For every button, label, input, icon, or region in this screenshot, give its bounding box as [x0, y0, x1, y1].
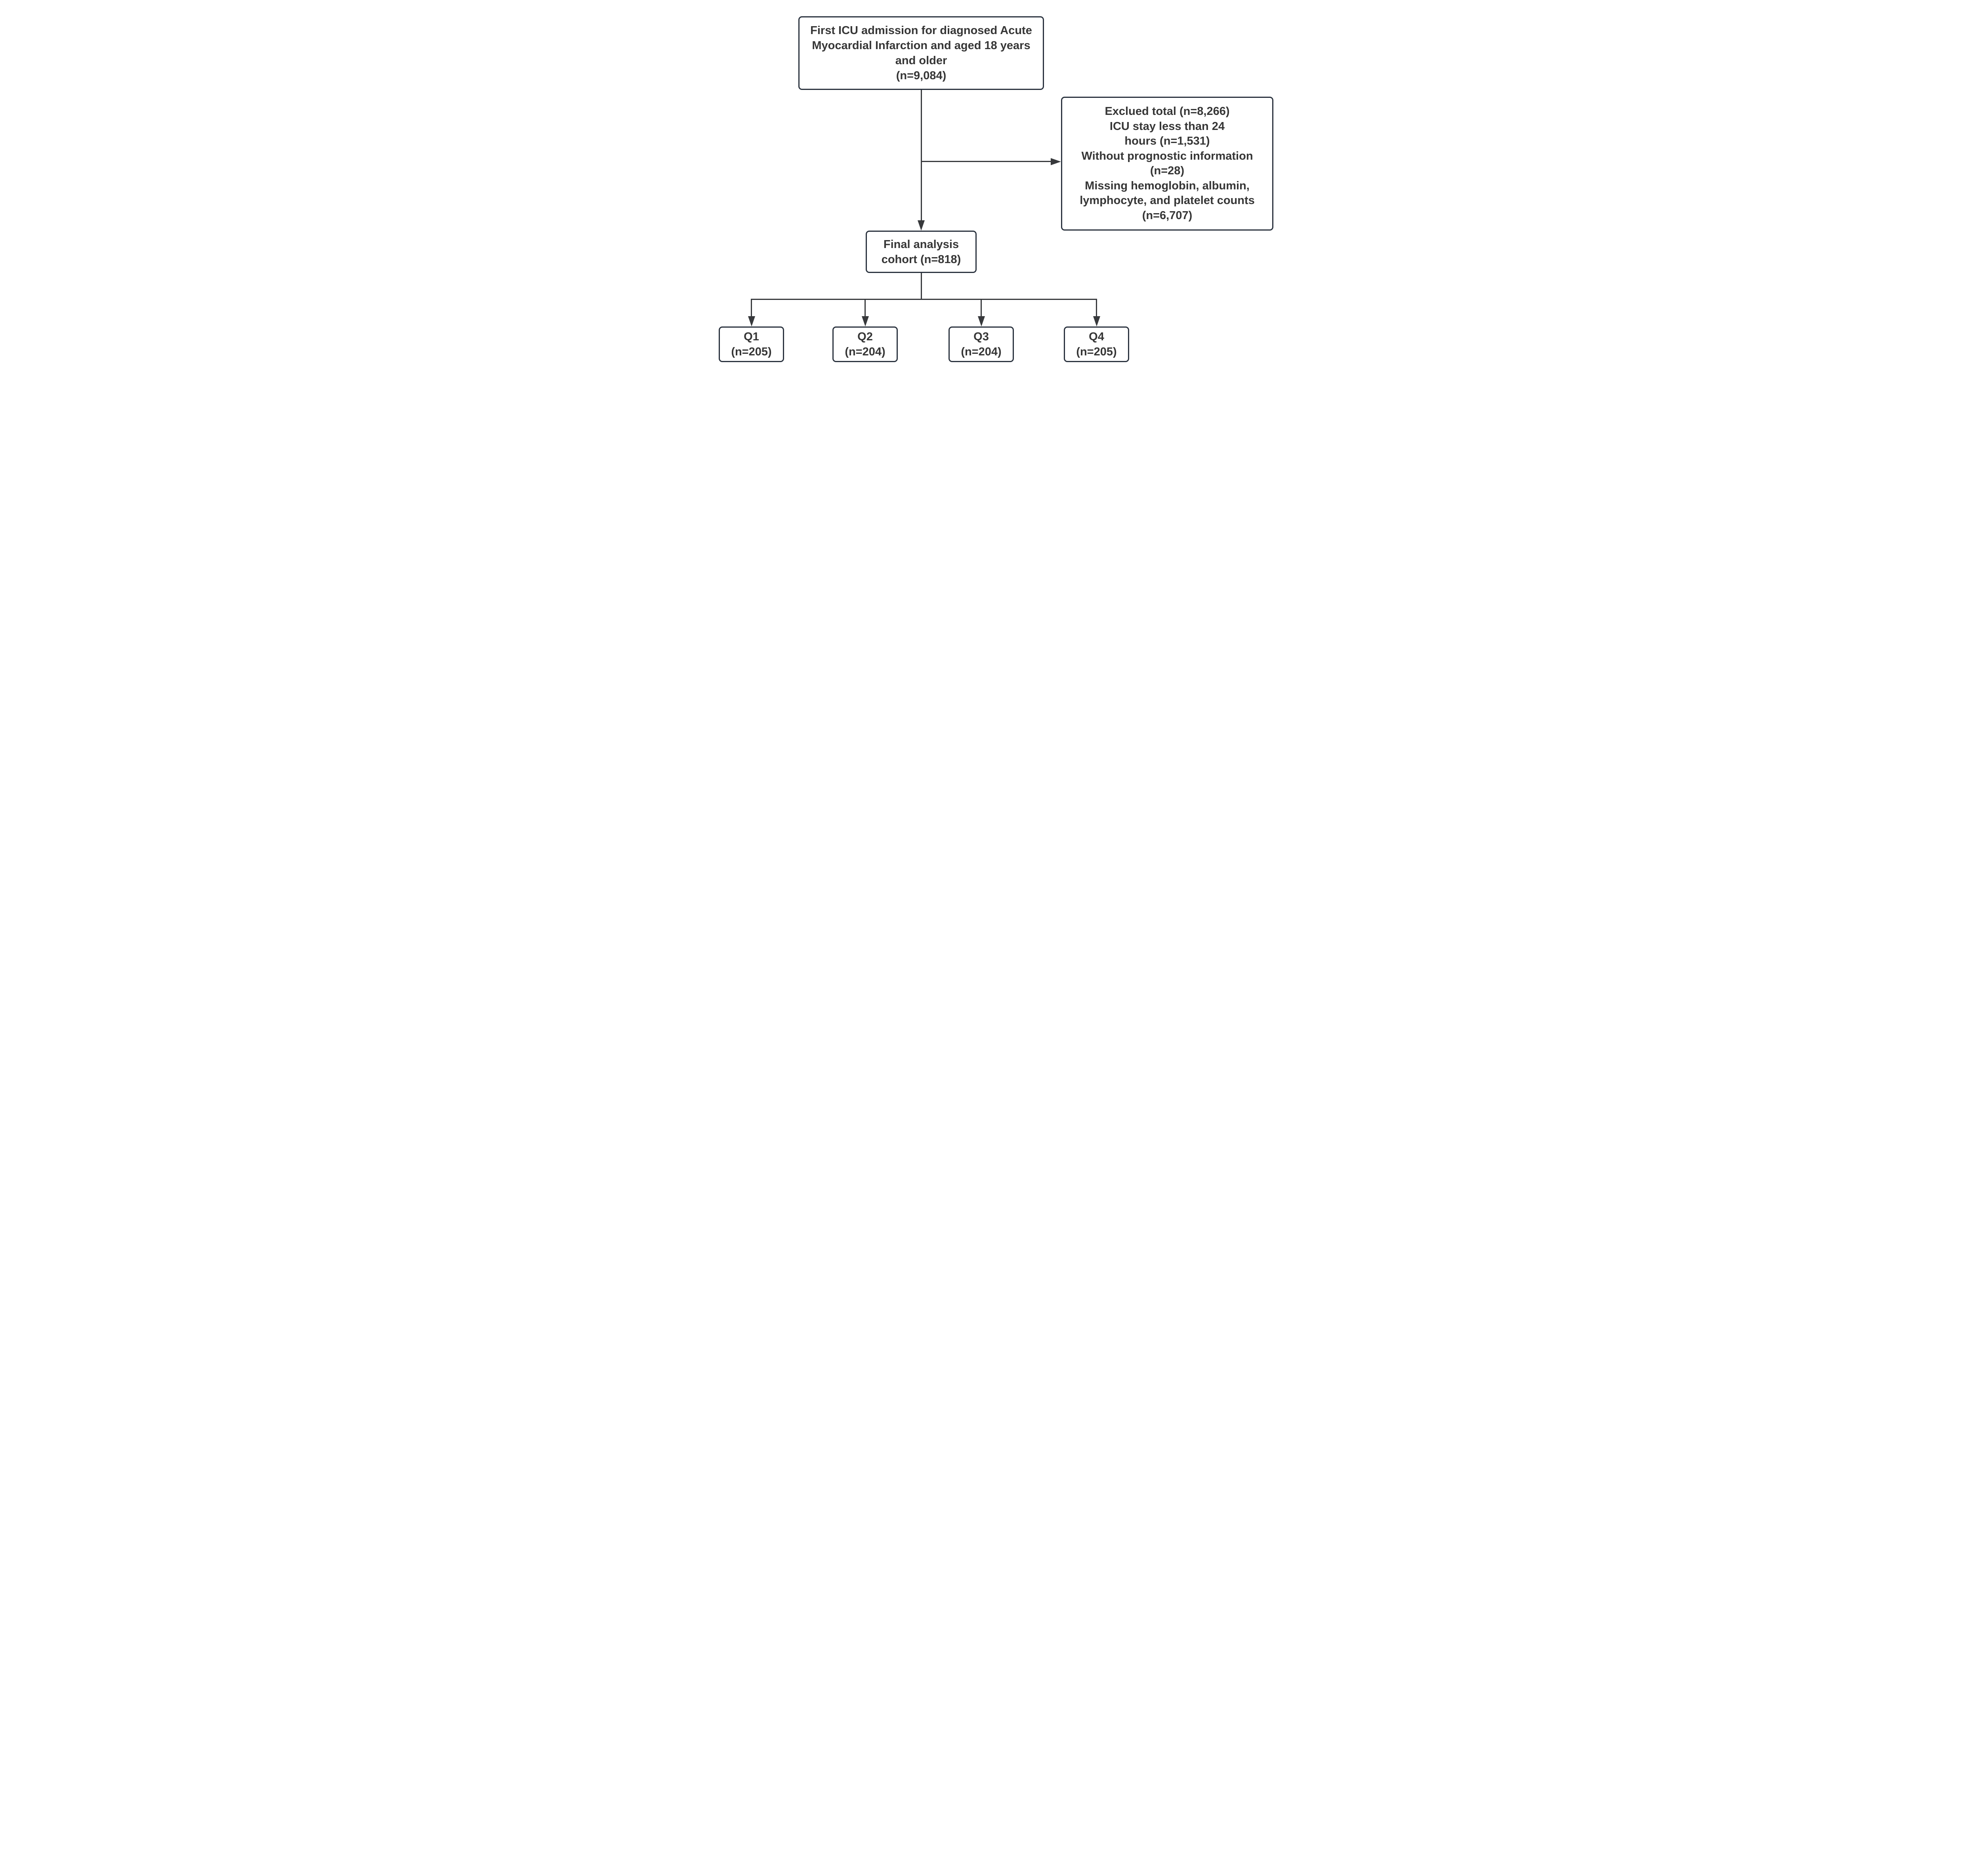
- node-quartile-4-text: Q4 (n=205): [1076, 330, 1117, 358]
- arrowhead-right-icon: [1051, 158, 1061, 165]
- connector-distribution-bar: [751, 299, 1097, 300]
- connector-drop-q1: [751, 299, 752, 317]
- arrowhead-down-icon: [861, 316, 869, 326]
- node-excluded: Exclued total (n=8,266) ICU stay less th…: [1061, 97, 1273, 231]
- arrowhead-down-icon: [1093, 316, 1100, 326]
- arrowhead-down-icon: [977, 316, 985, 326]
- node-quartile-2-text: Q2 (n=204): [845, 330, 886, 358]
- node-quartile-3: Q3 (n=204): [949, 326, 1014, 362]
- patient-flow-diagram: First ICU admission for diagnosed Acute …: [692, 0, 1289, 375]
- connector-drop-q2: [865, 299, 866, 317]
- connector-final-to-split: [920, 273, 922, 300]
- node-quartile-2: Q2 (n=204): [832, 326, 898, 362]
- connector-branch-to-excluded: [921, 161, 1052, 162]
- node-quartile-1: Q1 (n=205): [719, 326, 784, 362]
- node-source-population: First ICU admission for diagnosed Acute …: [798, 16, 1044, 90]
- arrowhead-down-icon: [748, 316, 755, 326]
- connector-drop-q3: [981, 299, 982, 317]
- node-quartile-1-text: Q1 (n=205): [731, 330, 772, 358]
- node-final-cohort: Final analysis cohort (n=818): [866, 231, 977, 273]
- connector-drop-q4: [1096, 299, 1097, 317]
- node-excluded-text: Exclued total (n=8,266) ICU stay less th…: [1080, 105, 1255, 222]
- connector-source-to-final: [920, 90, 922, 221]
- arrowhead-down-icon: [918, 220, 925, 231]
- node-final-text: Final analysis cohort (n=818): [881, 238, 961, 266]
- node-quartile-4: Q4 (n=205): [1064, 326, 1129, 362]
- node-source-text: First ICU admission for diagnosed Acute …: [810, 24, 1032, 82]
- node-quartile-3-text: Q3 (n=204): [961, 330, 1002, 358]
